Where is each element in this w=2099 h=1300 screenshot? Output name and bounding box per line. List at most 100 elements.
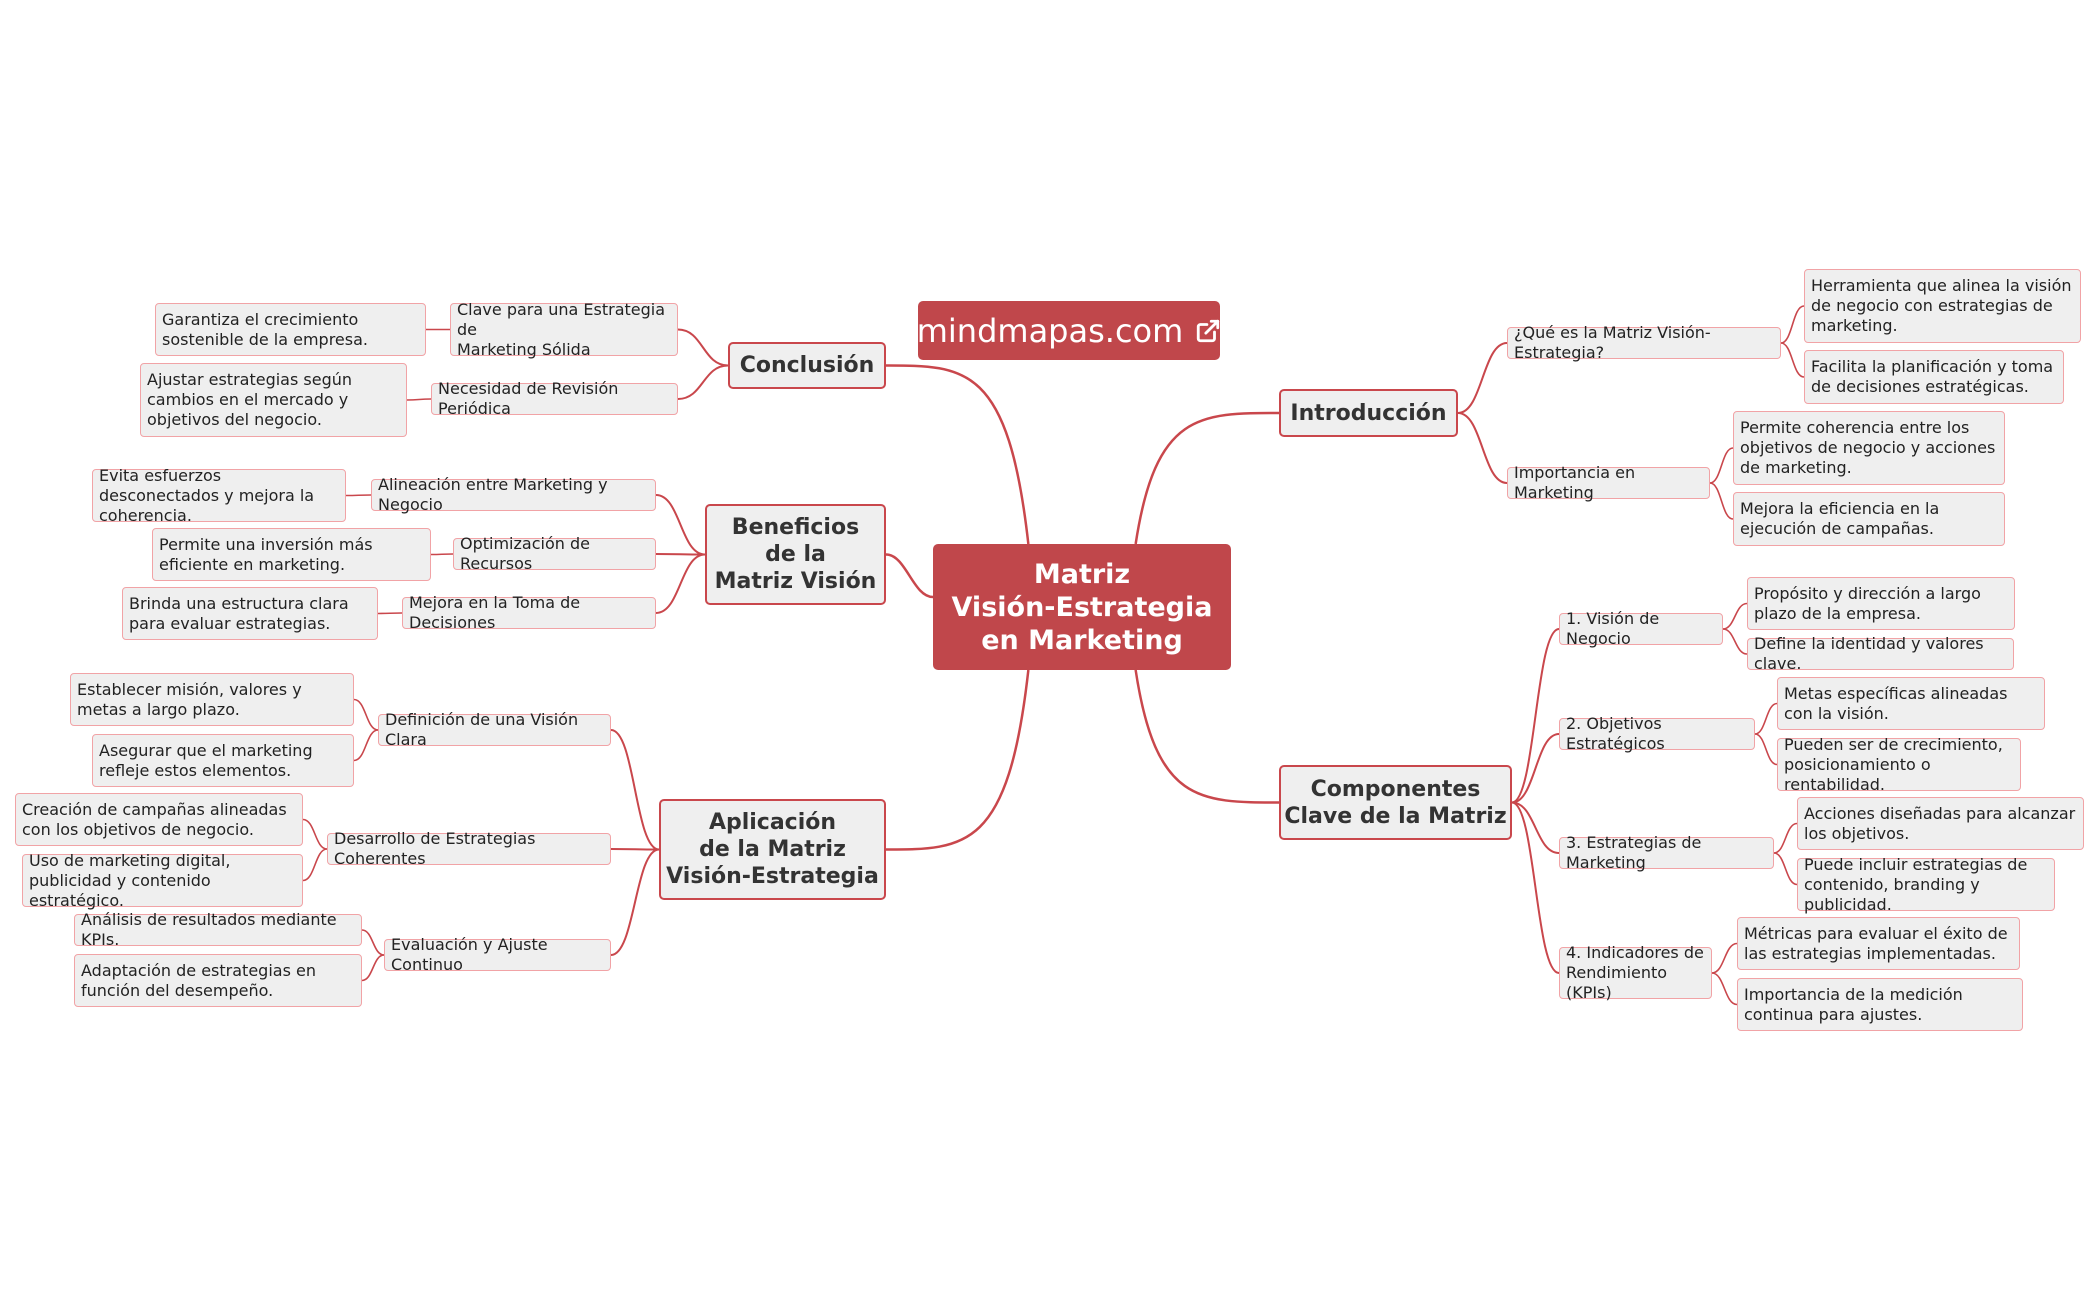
leaf-topic[interactable]: Garantiza el crecimiento sostenible de l…	[155, 303, 426, 356]
subtopic-objetivos[interactable]: 2. Objetivos Estratégicos	[1559, 714, 1755, 753]
subtopic-label: 4. Indicadores de Rendimiento (KPIs)	[1566, 943, 1704, 1002]
connector-line	[1722, 602, 1748, 630]
connector-line	[1780, 305, 1805, 344]
leaf-topic[interactable]: Mejora la eficiencia en la ejecución de …	[1733, 492, 2005, 546]
subtopic-vision-negocio[interactable]: 1. Visión de Negocio	[1559, 609, 1723, 648]
connector-line	[1457, 342, 1508, 414]
subtopic-estrategias[interactable]: 3. Estrategias de Marketing	[1559, 833, 1774, 872]
connector-line	[345, 494, 372, 497]
connector-line	[885, 669, 1030, 851]
leaf-topic[interactable]: Análisis de resultados mediante KPIs.	[74, 910, 362, 949]
subtopic-label: Mejora en la Toma de Decisiones	[409, 593, 581, 632]
external-link-icon	[1195, 318, 1221, 344]
leaf-topic[interactable]: Uso de marketing digital, publicidad y c…	[22, 851, 303, 910]
leaf-topic[interactable]: Ajustar estrategias según cambios en el …	[140, 363, 407, 437]
leaf-label: Importancia de la medición continua para…	[1744, 984, 1963, 1024]
connector-line	[885, 553, 934, 599]
branch-introduccion[interactable]: Introducción	[1279, 389, 1458, 437]
subtopic-que-es[interactable]: ¿Qué es la Matriz Visión-Estrategia?	[1507, 323, 1781, 362]
mindmapas-link[interactable]: mindmapas.com	[916, 301, 1221, 360]
subtopic-optimizacion[interactable]: Optimización de Recursos	[453, 534, 656, 573]
leaf-label: Análisis de resultados mediante KPIs.	[81, 910, 337, 949]
leaf-label: Evita esfuerzos desconectados y mejora l…	[99, 465, 315, 525]
leaf-topic[interactable]: Establecer misión, valores y metas a lar…	[70, 673, 354, 726]
connector-line	[377, 612, 403, 615]
leaf-label: Facilita la planificación y toma de deci…	[1811, 357, 2054, 396]
connector-line	[1511, 628, 1560, 804]
brand-label: mindmapas.com	[916, 311, 1184, 350]
connector-line	[610, 848, 660, 956]
subtopic-label: Clave para una Estrategia de Marketing S…	[457, 299, 666, 359]
connector-line	[1511, 801, 1560, 974]
branch-componentes[interactable]: Componentes Clave de la Matriz	[1279, 765, 1512, 840]
leaf-topic[interactable]: Permite coherencia entre los objetivos d…	[1733, 411, 2005, 485]
leaf-topic[interactable]: Propósito y dirección a largo plazo de l…	[1747, 577, 2015, 630]
connector-line	[677, 364, 729, 400]
leaf-label: Define la identidad y valores clave.	[1754, 634, 1984, 673]
subtopic-desarrollo[interactable]: Desarrollo de Estrategias Coherentes	[327, 829, 611, 868]
leaf-topic[interactable]: Métricas para evaluar el éxito de las es…	[1737, 917, 2020, 970]
leaf-topic[interactable]: Acciones diseñadas para alcanzar los obj…	[1797, 797, 2084, 850]
connector-line	[430, 553, 454, 556]
leaf-topic[interactable]: Pueden ser de crecimiento, posicionamien…	[1777, 735, 2021, 794]
subtopic-label: Necesidad de Revisión Periódica	[438, 379, 619, 418]
leaf-topic[interactable]: Evita esfuerzos desconectados y mejora l…	[92, 466, 346, 525]
leaf-topic[interactable]: Importancia de la medición continua para…	[1737, 978, 2023, 1031]
leaf-label: Creación de campañas alineadas con los o…	[22, 799, 287, 839]
connector-line	[353, 729, 379, 762]
leaf-topic[interactable]: Permite una inversión más eficiente en m…	[152, 528, 431, 581]
leaf-label: Mejora la eficiencia en la ejecución de …	[1740, 499, 1940, 538]
connector-line	[1711, 972, 1738, 1006]
leaf-topic[interactable]: Adaptación de estrategias en función del…	[74, 954, 362, 1007]
leaf-label: Uso de marketing digital, publicidad y c…	[29, 850, 231, 910]
leaf-topic[interactable]: Herramienta que alinea la visión de nego…	[1804, 269, 2081, 343]
connector-line	[1773, 852, 1798, 886]
leaf-label: Permite una inversión más eficiente en m…	[159, 534, 373, 574]
connector-line	[1711, 942, 1738, 974]
connector-line	[885, 364, 1030, 545]
connector-line	[1773, 822, 1798, 854]
subtopic-importancia[interactable]: Importancia en Marketing	[1507, 463, 1710, 502]
branch-beneficios[interactable]: Beneficios de la Matriz Visión	[705, 504, 886, 605]
subtopic-alineacion[interactable]: Alineación entre Marketing y Negocio	[371, 475, 656, 514]
connector-line	[1511, 801, 1560, 854]
branch-aplicacion[interactable]: Aplicación de la Matriz Visión-Estrategi…	[659, 799, 886, 900]
subtopic-label: 2. Objetivos Estratégicos	[1566, 714, 1665, 753]
leaf-label: Pueden ser de crecimiento, posicionamien…	[1784, 734, 2003, 794]
branch-label: Componentes Clave de la Matriz	[1284, 776, 1507, 829]
leaf-topic[interactable]: Asegurar que el marketing refleje estos …	[92, 734, 354, 787]
central-topic-label: Matriz Visión-Estrategia en Marketing	[951, 558, 1213, 656]
subtopic-label: Optimización de Recursos	[460, 534, 590, 573]
connector-line	[1754, 702, 1778, 735]
subtopic-label: 3. Estrategias de Marketing	[1566, 833, 1702, 872]
subtopic-kpis[interactable]: 4. Indicadores de Rendimiento (KPIs)	[1559, 943, 1712, 1002]
branch-conclusion[interactable]: Conclusión	[728, 342, 886, 389]
subtopic-evaluacion[interactable]: Evaluación y Ajuste Continuo	[384, 935, 611, 974]
branch-label: Aplicación de la Matriz Visión-Estrategi…	[666, 810, 879, 889]
central-topic[interactable]: Matriz Visión-Estrategia en Marketing	[933, 544, 1231, 670]
branch-label: Introducción	[1290, 400, 1447, 426]
leaf-topic[interactable]: Metas específicas alineadas con la visió…	[1777, 677, 2045, 730]
leaf-topic[interactable]: Facilita la planificación y toma de deci…	[1804, 350, 2064, 404]
connector-line	[361, 954, 385, 982]
connector-line	[353, 698, 379, 731]
connector-line	[655, 553, 706, 614]
leaf-topic[interactable]: Puede incluir estrategias de contenido, …	[1797, 855, 2055, 914]
subtopic-label: Definición de una Visión Clara	[385, 710, 579, 749]
subtopic-definicion[interactable]: Definición de una Visión Clara	[378, 710, 611, 749]
connector-line	[1511, 733, 1560, 804]
subtopic-clave[interactable]: Clave para una Estrategia de Marketing S…	[450, 300, 678, 359]
connector-line	[1754, 733, 1778, 766]
leaf-topic[interactable]: Brinda una estructura clara para evaluar…	[122, 587, 378, 640]
subtopic-revision[interactable]: Necesidad de Revisión Periódica	[431, 379, 678, 418]
leaf-topic[interactable]: Define la identidad y valores clave.	[1747, 634, 2014, 673]
connector-line	[406, 398, 432, 401]
connector-line	[1722, 628, 1748, 655]
leaf-topic[interactable]: Creación de campañas alineadas con los o…	[15, 793, 303, 846]
connector-line	[677, 328, 729, 367]
subtopic-toma-decisiones[interactable]: Mejora en la Toma de Decisiones	[402, 593, 656, 632]
connector-line	[1709, 482, 1734, 520]
leaf-label: Adaptación de estrategias en función del…	[81, 960, 316, 1000]
connector-line	[302, 848, 328, 882]
